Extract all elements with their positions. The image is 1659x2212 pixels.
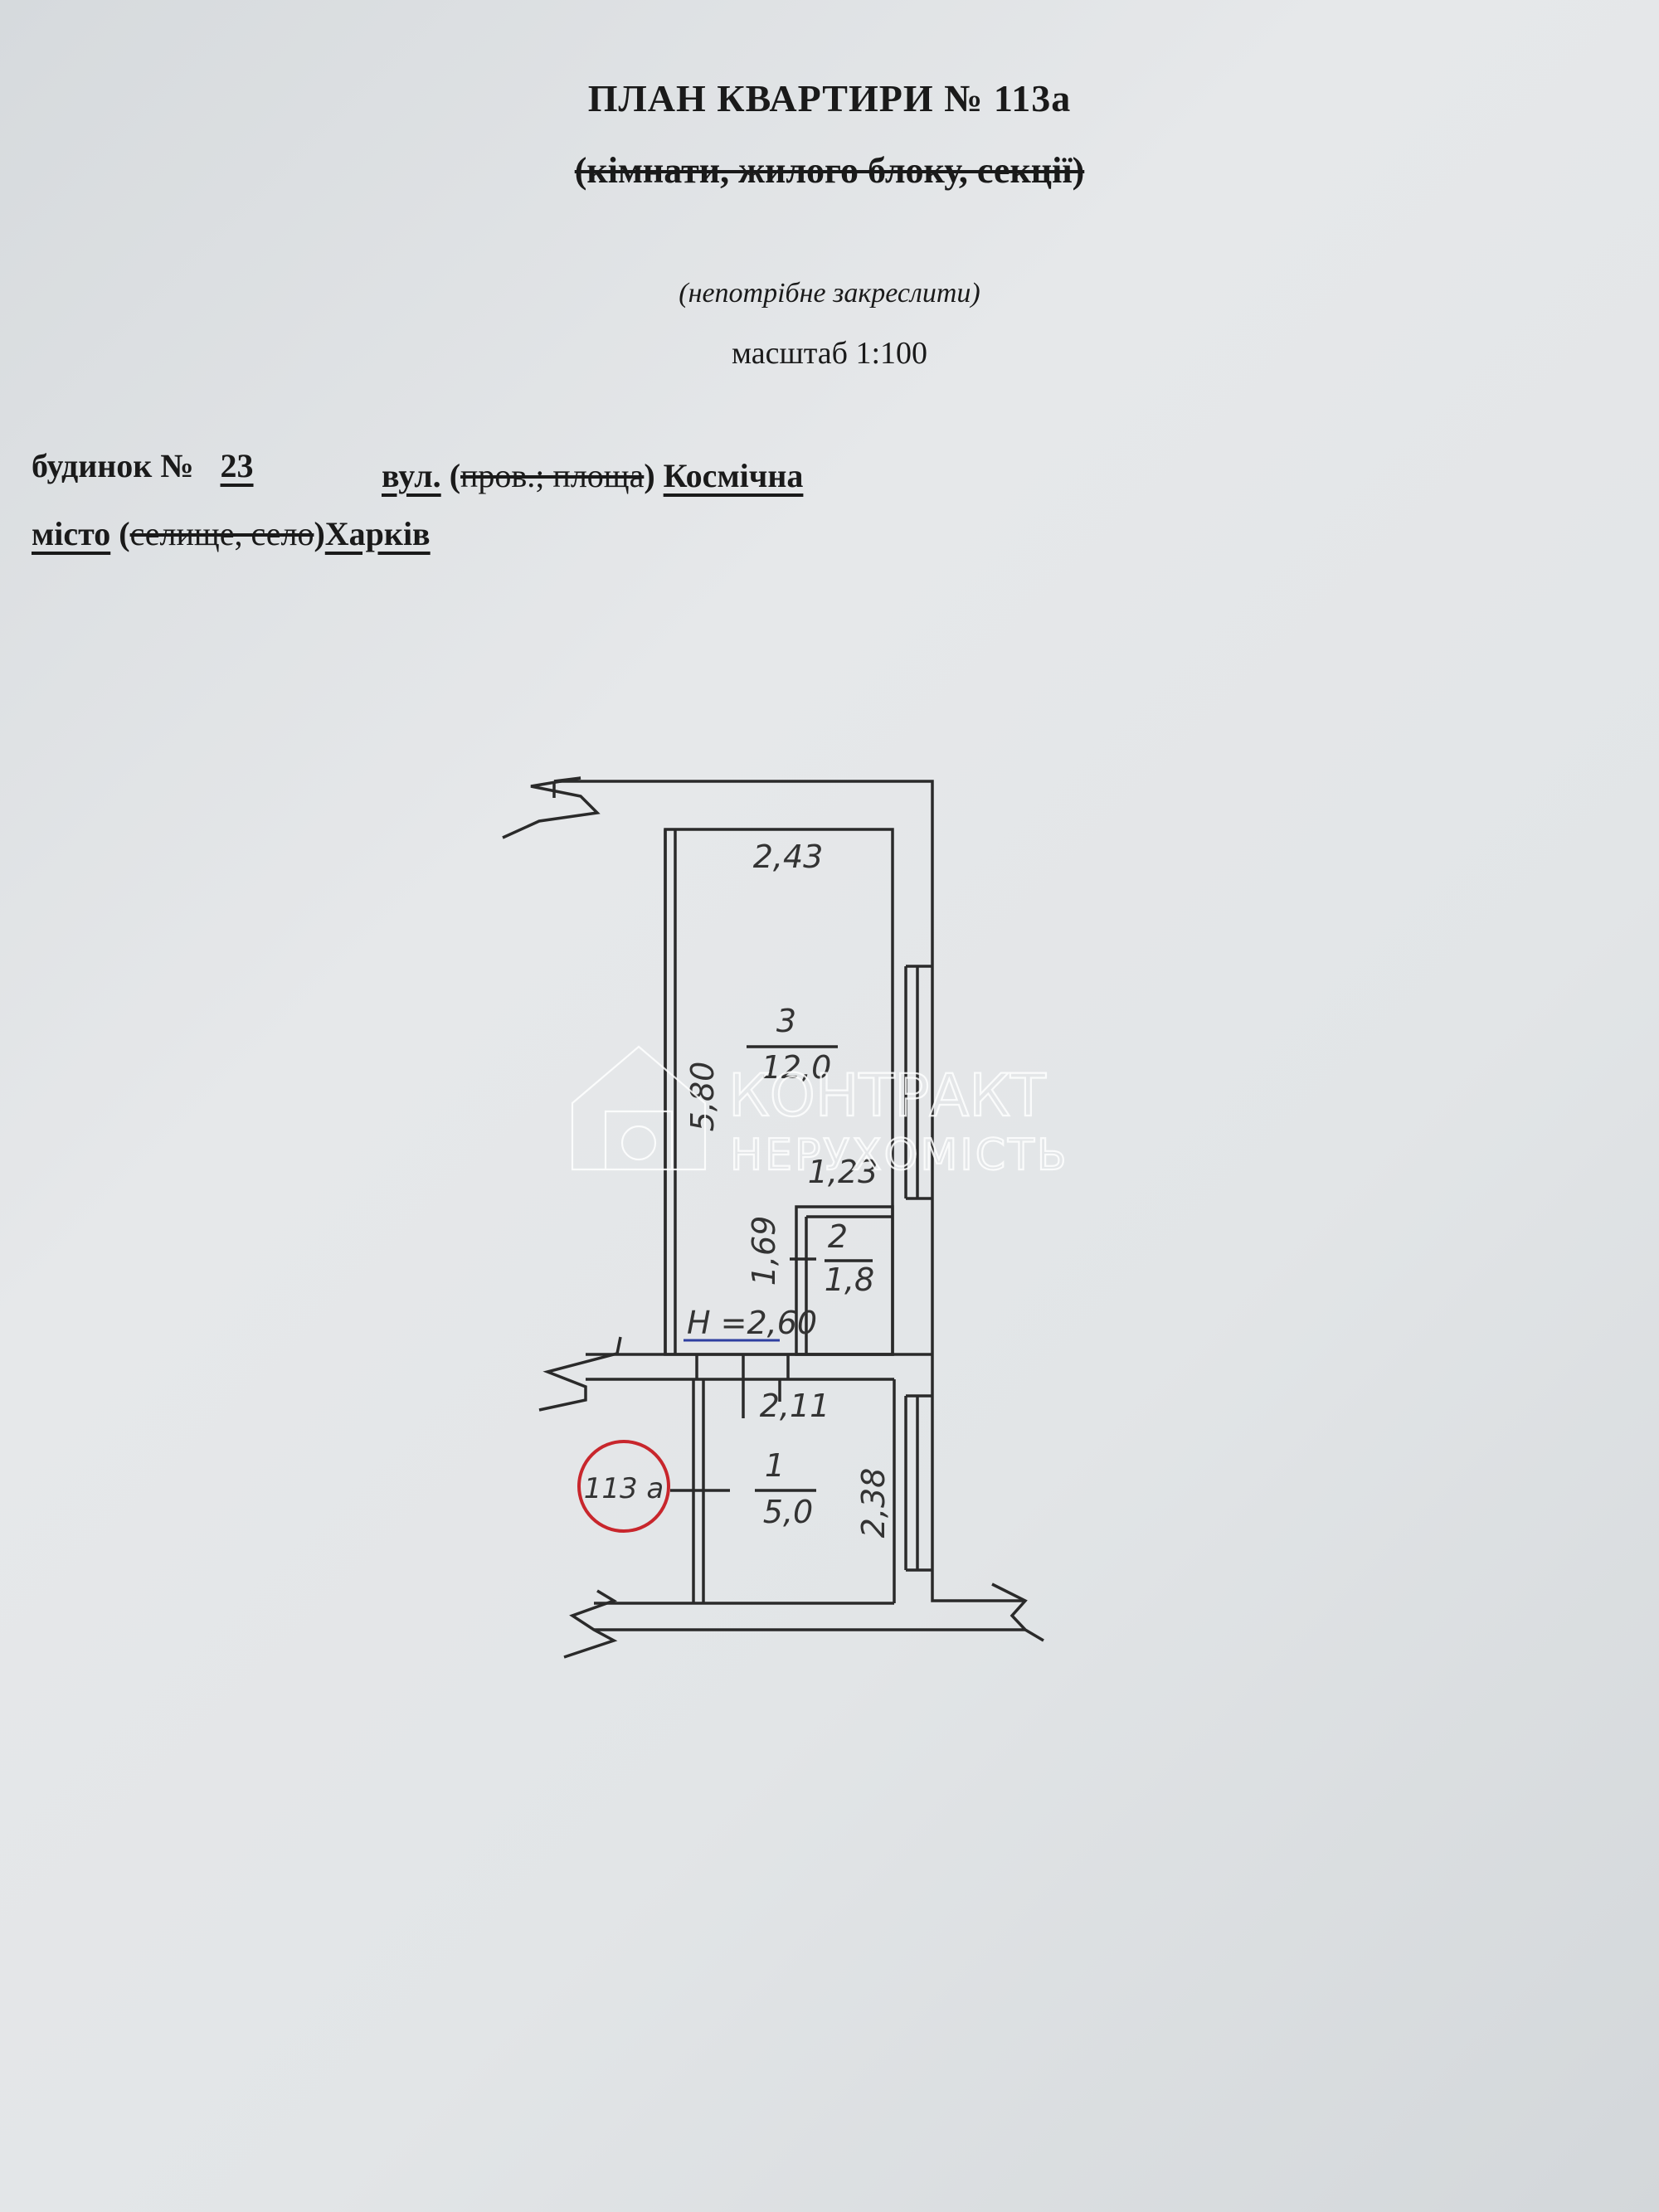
watermark: КОНТРАКТ НЕРУХОМІСТЬ	[571, 1045, 1069, 1181]
house-number: 23	[220, 447, 254, 484]
house-field: будинок № 23	[32, 446, 270, 485]
city-field: місто (селище, село)Харків	[32, 514, 431, 553]
ceiling-height: H =2,60	[687, 1305, 817, 1341]
street-field: вул. (пров.; площа) Космічна	[382, 456, 803, 495]
street-struck-options: пров.; площа	[460, 457, 645, 494]
street-close-paren: )	[644, 457, 655, 494]
house-label: будинок №	[32, 447, 194, 484]
room-2-inner-wall	[805, 1215, 893, 1354]
apartment-marker-circle	[577, 1440, 670, 1533]
city-struck-options: селище, село	[129, 515, 314, 552]
street-open-paren: (	[449, 457, 461, 494]
watermark-house-icon	[571, 1045, 707, 1171]
watermark-circle-icon	[620, 1125, 657, 1161]
outer-wall-right	[554, 780, 942, 1602]
partition-wall	[586, 1353, 932, 1381]
watermark-line-2: НЕРУХОМІСТЬ	[730, 1130, 1069, 1180]
apartment-marker: 113 а	[584, 1472, 664, 1505]
room-3-number: 3	[776, 1003, 796, 1039]
room-2-width: 1,23	[808, 1154, 878, 1190]
scale-label: масштаб 1:100	[731, 336, 928, 371]
city-close-paren: )	[314, 515, 325, 552]
room-3-area: 12,0	[761, 1049, 832, 1086]
break-line-bottom-left	[563, 1589, 618, 1659]
room-1-length: 2,38	[855, 1468, 892, 1539]
room-2-area: 1,8	[825, 1262, 874, 1298]
window-upper	[904, 965, 932, 1200]
city-name: Харків	[324, 515, 431, 552]
street-name: Космічна	[663, 457, 804, 494]
room-2-number: 2	[828, 1218, 848, 1255]
break-line-bottom-right	[991, 1582, 1044, 1642]
room-2-length: 1,69	[746, 1216, 782, 1286]
watermark-line-1: КОНТРАКТ	[728, 1062, 1046, 1130]
door-room-3	[695, 1354, 790, 1379]
city-open-paren: (	[119, 515, 130, 552]
street-label: вул.	[382, 457, 441, 494]
room-1-number: 1	[765, 1447, 785, 1484]
plan-walls	[502, 776, 1044, 1659]
window-lower	[904, 1394, 932, 1572]
strike-note: (непотрібне закреслити)	[679, 278, 980, 309]
room-3-length: 5,80	[684, 1062, 721, 1132]
room-1-area: 5,0	[763, 1494, 813, 1530]
break-line-top	[502, 776, 601, 839]
room-3-width: 2,43	[753, 839, 824, 875]
break-line-middle	[538, 1336, 622, 1412]
struck-subtitle: (кімнати, жилого блоку, секції)	[574, 150, 1085, 191]
room-3-left-wall	[664, 829, 677, 1354]
city-label: місто	[32, 515, 111, 552]
outer-wall-bottom	[594, 1599, 1025, 1631]
document-title: ПЛАН КВАРТИРИ № 113а	[587, 77, 1072, 119]
room-1-width: 2,11	[760, 1388, 830, 1424]
